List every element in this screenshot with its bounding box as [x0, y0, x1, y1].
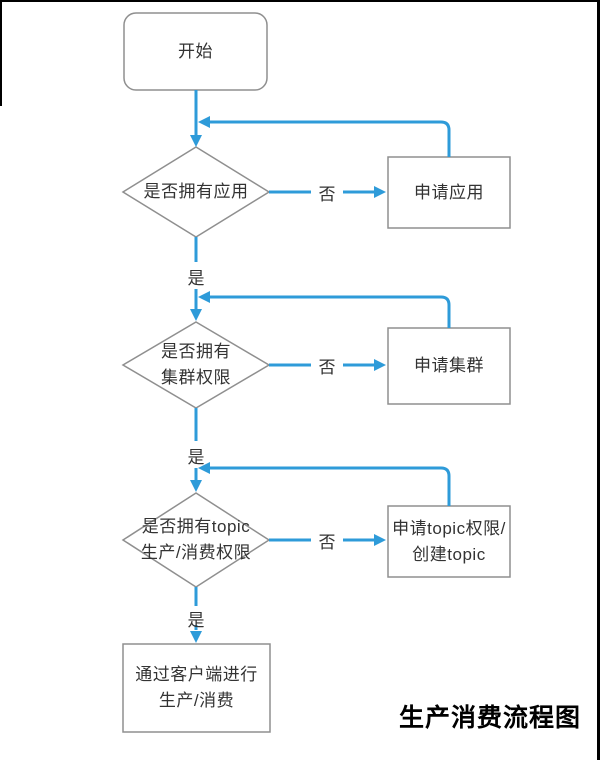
- arrowhead-right-apply-cluster: [374, 359, 386, 371]
- edge-label-no-cluster: 否: [318, 357, 336, 377]
- edge-label-no-app: 否: [318, 184, 336, 204]
- end-node-label-line2: 生产/消费: [158, 691, 235, 710]
- decision-has-cluster-label-line1: 是否拥有: [161, 342, 231, 361]
- edge-label-no-topic: 否: [318, 532, 336, 552]
- decision-has-cluster-node: 是否拥有 集群权限: [123, 322, 269, 408]
- screenshot-edge-right: [597, 0, 600, 760]
- shape-layer: [121, 12, 511, 733]
- decision-has-cluster-label-line2: 集群权限: [161, 368, 231, 387]
- arrowhead-right-apply-topic: [374, 534, 386, 546]
- arrowhead-left-return-app: [198, 116, 210, 128]
- process-apply-topic-label-line1: 申请topic权限/: [392, 518, 506, 538]
- arrow-apply-topic-return: [208, 466, 451, 506]
- process-apply-topic-node: 申请topic权限/ 创建topic: [388, 506, 510, 577]
- arrowhead-layer: [190, 116, 386, 643]
- edge-label-yes-cluster: 是: [187, 447, 205, 467]
- arrow-apply-cluster-return: [208, 295, 451, 328]
- apply-topic-process-shape: [387, 505, 511, 578]
- decision-has-topic-node: 是否拥有topic 生产/消费权限: [123, 493, 269, 587]
- arrow-apply-app-return: [208, 120, 451, 157]
- decision-has-topic-label-line1: 是否拥有topic: [141, 517, 251, 536]
- process-apply-cluster-node: 申请集群: [388, 328, 510, 404]
- process-apply-topic-label-line2: 创建topic: [412, 544, 486, 564]
- arrowhead-down-decision-cluster: [190, 309, 202, 321]
- edge-label-yes-topic: 是: [187, 610, 205, 630]
- start-node-label: 开始: [178, 41, 213, 61]
- end-node: 通过客户端进行 生产/消费: [123, 644, 270, 732]
- screenshot-edge-left: [0, 0, 2, 106]
- start-node: 开始: [124, 13, 267, 90]
- apply-app-process-shape: [387, 156, 511, 229]
- decision-has-app-node: 是否拥有应用: [123, 147, 269, 237]
- decision-has-app-label: 是否拥有应用: [143, 182, 249, 201]
- end-node-label-line1: 通过客户端进行: [135, 665, 258, 684]
- arrowhead-left-return-cluster: [198, 291, 210, 303]
- end-process-shape: [122, 643, 271, 733]
- arrowhead-right-apply-app: [374, 186, 386, 198]
- apply-cluster-process-shape: [387, 327, 511, 405]
- process-apply-cluster-label: 申请集群: [414, 356, 484, 375]
- connector-line-layer: [194, 90, 451, 630]
- arrowhead-down-decision-app: [190, 135, 202, 147]
- decision-has-topic-label-line2: 生产/消费权限: [140, 543, 252, 562]
- process-apply-app-label: 申请应用: [414, 182, 484, 202]
- arrowhead-down-decision-topic: [190, 480, 202, 492]
- process-apply-app-node: 申请应用: [388, 157, 510, 228]
- edge-label-yes-app: 是: [187, 268, 205, 288]
- diagram-title: 生产消费流程图: [398, 704, 581, 732]
- arrowhead-left-return-topic: [198, 462, 210, 474]
- arrowhead-down-end: [190, 631, 202, 643]
- screenshot-edge-top: [0, 0, 600, 2]
